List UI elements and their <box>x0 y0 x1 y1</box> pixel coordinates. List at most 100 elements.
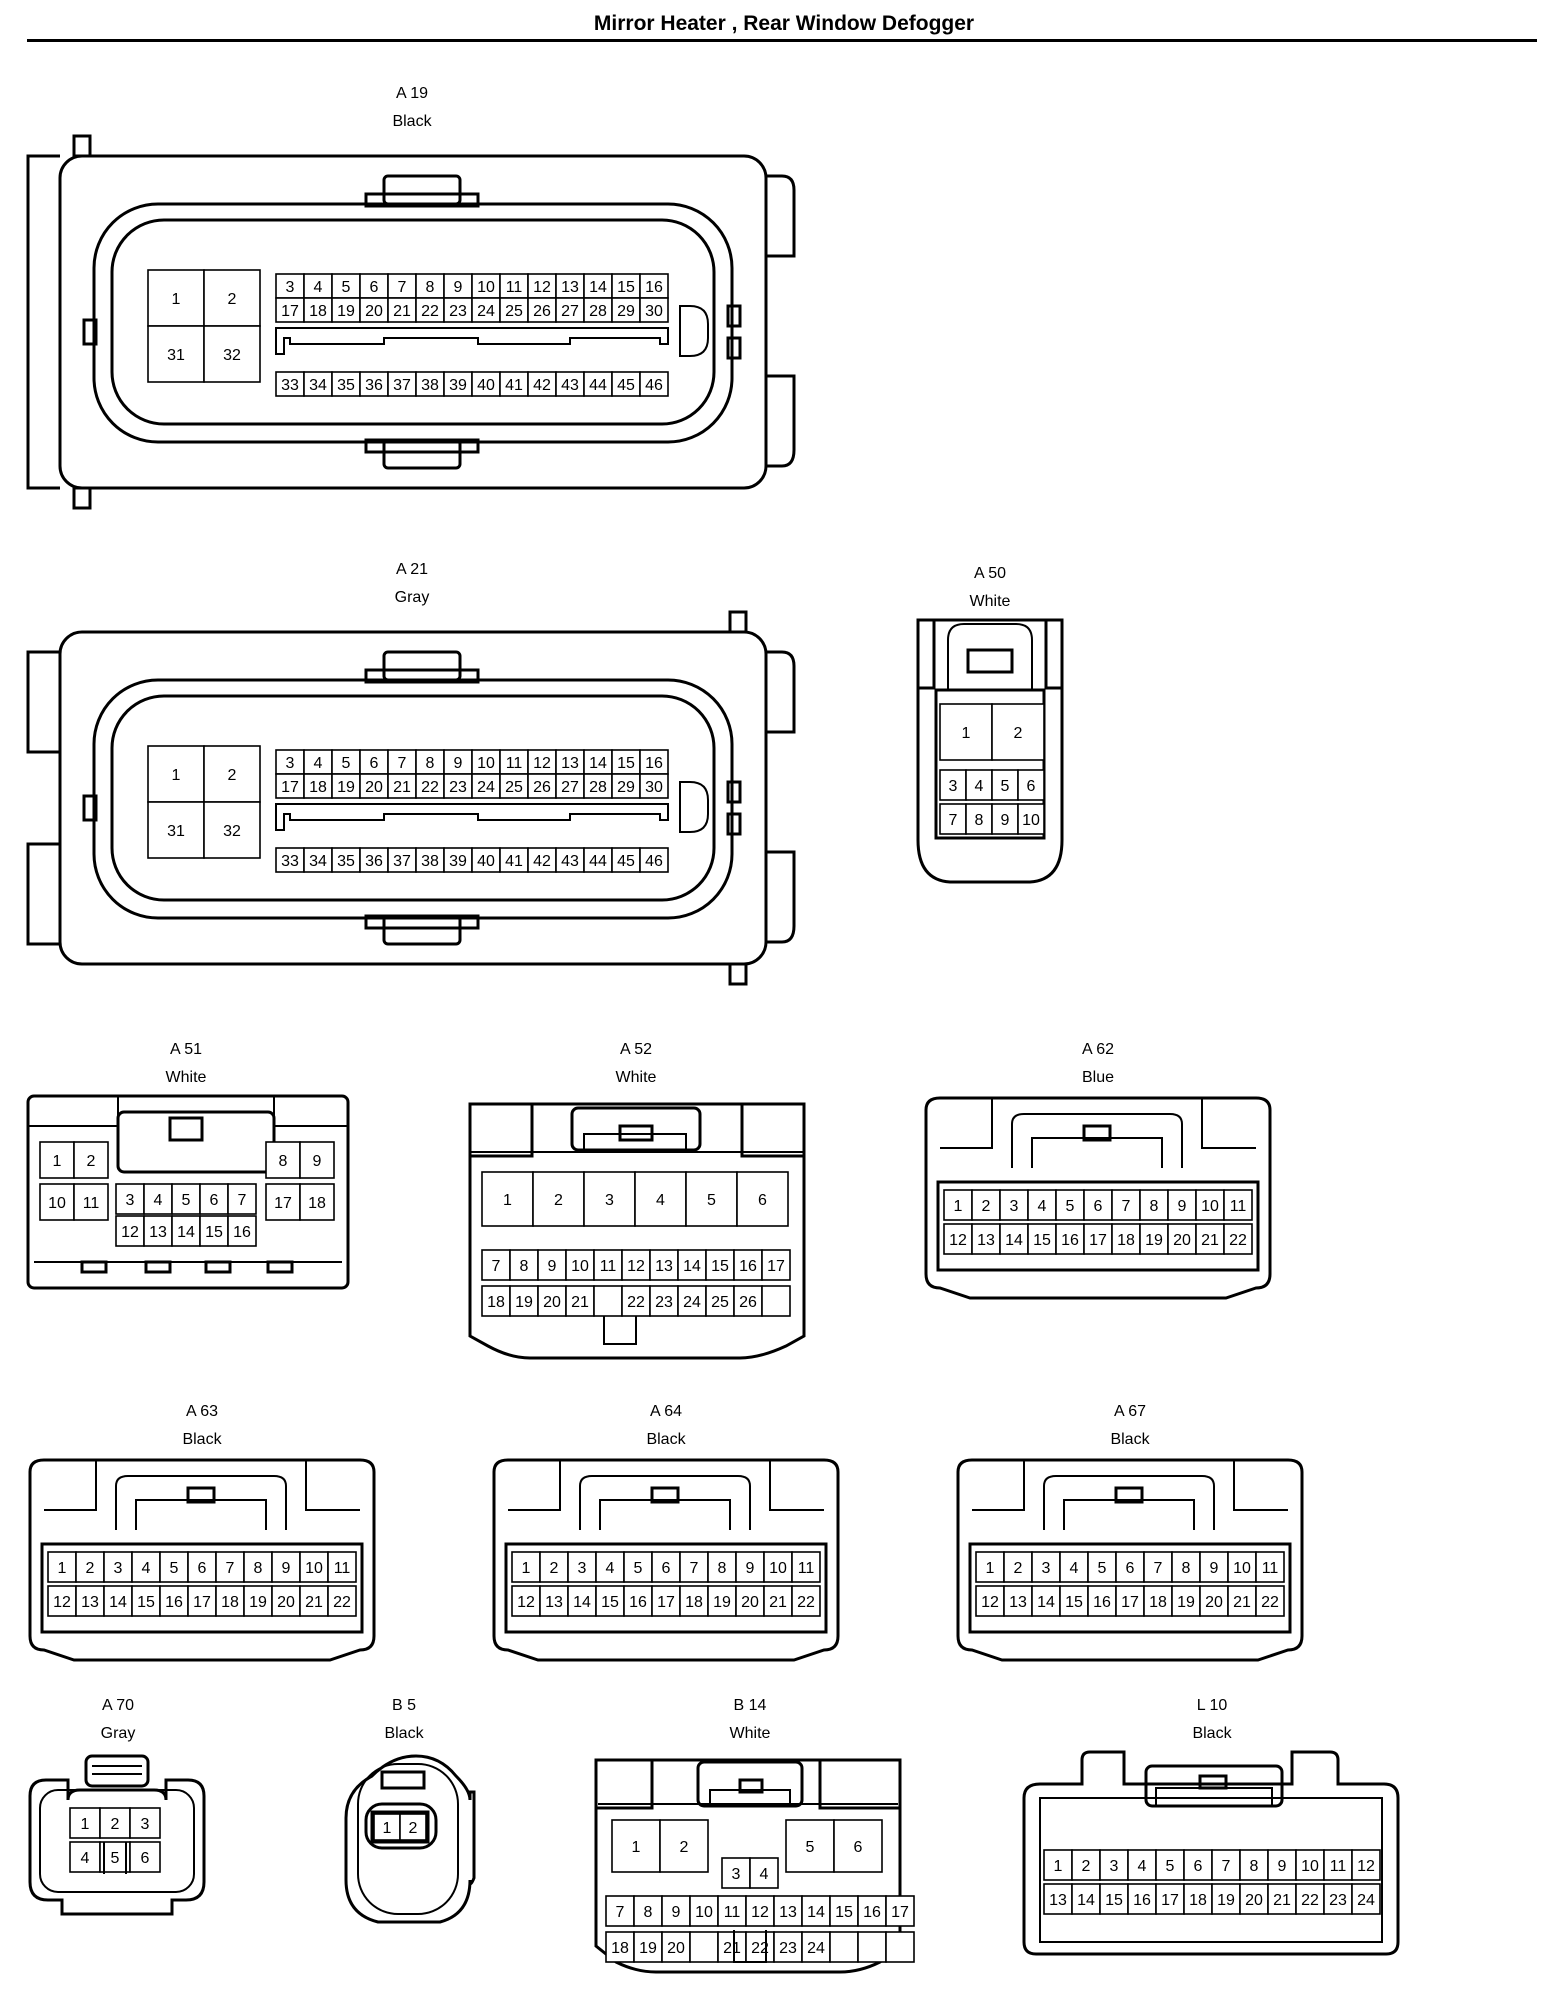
pin-label: 23 <box>1329 1892 1347 1909</box>
pin-label: 4 <box>1138 1858 1147 1875</box>
pin-label: 45 <box>617 853 635 870</box>
shell-outline <box>599 1499 731 1530</box>
shell-outline <box>726 304 742 328</box>
pin-label: 1 <box>632 1839 641 1856</box>
pin-label: 21 <box>1273 1892 1291 1909</box>
pin-label: 42 <box>533 853 551 870</box>
pin-cell <box>187 1585 217 1617</box>
pin-label: 18 <box>308 1195 326 1212</box>
pin-label: 18 <box>221 1594 239 1611</box>
pin-label: 35 <box>337 377 355 394</box>
shell-outline <box>28 1778 206 1916</box>
pin-label: 4 <box>1038 1198 1047 1215</box>
pin-label: 1 <box>53 1153 62 1170</box>
pin-label: 8 <box>1250 1858 1259 1875</box>
shell-outline <box>733 1930 767 1963</box>
shell-outline <box>1114 1486 1144 1504</box>
pin-label: 5 <box>1166 1858 1175 1875</box>
pin-cell <box>443 847 473 873</box>
pin-label: 26 <box>533 303 551 320</box>
pin-label: 39 <box>449 853 467 870</box>
pin-cell <box>639 297 669 323</box>
pin-cell <box>565 1249 595 1281</box>
shell-outline <box>84 1754 150 1788</box>
pin-cell <box>147 745 205 803</box>
shell-outline <box>936 1180 1260 1272</box>
connector-color-label: Black <box>392 113 432 130</box>
pin-label: 44 <box>589 377 607 394</box>
pin-label: 14 <box>109 1594 127 1611</box>
pin-label: 11 <box>1330 1858 1347 1875</box>
title-rule <box>27 39 1537 42</box>
connector-color-label: Black <box>182 1431 222 1448</box>
pin-label: 27 <box>561 779 579 796</box>
pin-label: 18 <box>487 1294 505 1311</box>
pin-label: 5 <box>1098 1560 1107 1577</box>
pin-cell <box>471 847 501 873</box>
pin-label: 8 <box>426 279 435 296</box>
pin-cell <box>595 1551 625 1583</box>
pin-cell <box>527 297 557 323</box>
pin-label: 31 <box>167 823 185 840</box>
pin-label: 43 <box>561 853 579 870</box>
shell-outline <box>26 154 60 490</box>
pin-cell <box>527 773 557 799</box>
pin-cell <box>857 1931 887 1963</box>
pin-cell <box>1017 803 1045 835</box>
pin-label: 7 <box>949 812 958 829</box>
connector-id-label: A 70 <box>102 1697 134 1714</box>
pin-label: 7 <box>492 1258 501 1275</box>
pin-label: 15 <box>205 1224 223 1241</box>
pin-label: 44 <box>589 853 607 870</box>
pin-label: 1 <box>58 1560 67 1577</box>
pin-cell <box>623 1551 653 1583</box>
pin-label: 14 <box>1037 1594 1055 1611</box>
pin-label: 20 <box>667 1940 685 1957</box>
shell-outline <box>44 1460 360 1511</box>
connector-color-label: Black <box>384 1725 424 1742</box>
pin-cell <box>1323 1849 1353 1881</box>
pin-label: 7 <box>398 279 407 296</box>
pin-cell <box>611 773 641 799</box>
pin-cell <box>735 1585 765 1617</box>
pin-cell <box>1223 1223 1253 1255</box>
pin-label: 3 <box>1110 1858 1119 1875</box>
pin-label: 2 <box>228 291 237 308</box>
shell-outline <box>266 1260 294 1274</box>
pin-label: 3 <box>286 279 295 296</box>
pin-cell <box>1071 1849 1101 1881</box>
pin-label: 9 <box>282 1560 291 1577</box>
shell-outline <box>380 1770 426 1790</box>
pin-cell <box>73 1183 109 1221</box>
pin-label: 18 <box>1189 1892 1207 1909</box>
pin-label: 20 <box>277 1594 295 1611</box>
pin-cell <box>215 1585 245 1617</box>
pin-label: 21 <box>393 303 411 320</box>
pin-label: 4 <box>656 1192 665 1209</box>
pin-cell <box>373 1813 401 1841</box>
pin-cell <box>633 1931 663 1963</box>
pin-cell <box>69 1807 101 1839</box>
pin-cell <box>399 1813 427 1841</box>
pin-label: 16 <box>863 1904 881 1921</box>
pin-cell <box>387 273 417 299</box>
pin-label: 21 <box>723 1940 741 1957</box>
shell-outline <box>1063 1499 1195 1530</box>
shell-outline <box>603 1316 637 1345</box>
pin-cell <box>939 769 967 801</box>
shell-outline <box>492 1458 840 1662</box>
shell-outline <box>382 914 462 946</box>
pin-label: 8 <box>520 1258 529 1275</box>
pin-label: 11 <box>600 1258 617 1275</box>
pin-label: 22 <box>1229 1232 1247 1249</box>
connector-color-label: White <box>616 1069 657 1086</box>
connector-id-label: A 64 <box>650 1403 682 1420</box>
connector-id-label: A 21 <box>396 561 428 578</box>
pin-cell <box>1043 1849 1073 1881</box>
pin-label: 40 <box>477 377 495 394</box>
pin-label: 11 <box>798 1560 815 1577</box>
pin-cell <box>639 847 669 873</box>
shell-outline <box>115 1475 287 1530</box>
